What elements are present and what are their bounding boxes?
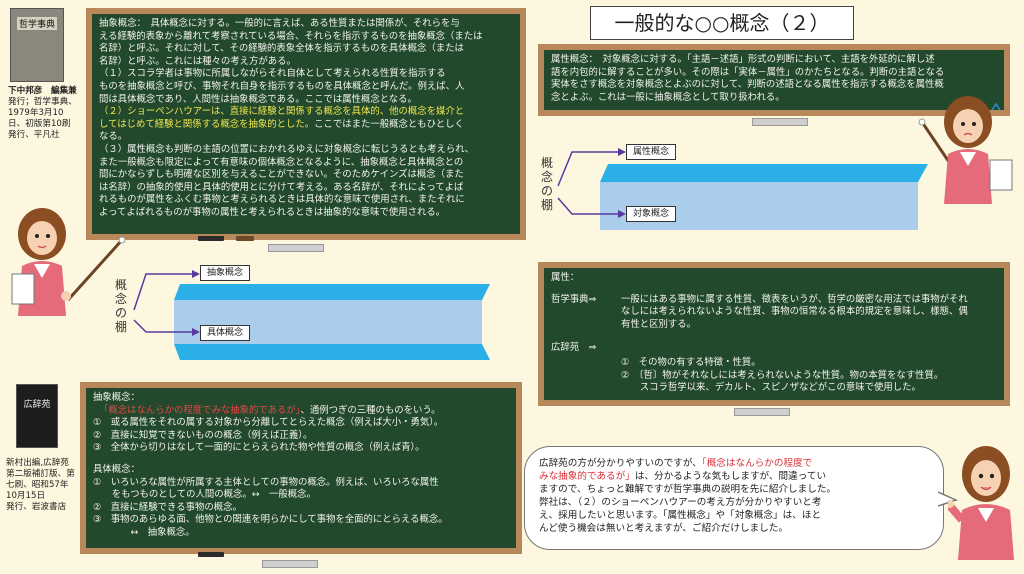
- book-cover-kojien: 広辞苑: [16, 384, 58, 448]
- shelf-graphic: [557, 148, 928, 230]
- red-highlight: 「概念はなんらかの程度でみな抽象的であるが」: [99, 404, 301, 416]
- blackboard-kojien-abstract-concrete: 抽象概念： 「概念はなんらかの程度でみな抽象的であるが」、通例つぎの三種のものを…: [80, 382, 522, 554]
- shelf-graphic: [133, 270, 490, 360]
- shelf-label-abstract: 抽象概念: [200, 265, 251, 281]
- shelf-label-attribute: 属性概念: [626, 144, 677, 160]
- arrow-head-icon: [192, 270, 200, 278]
- speech-bubble-tail: [938, 491, 958, 507]
- schopenhauer-highlight: （２）ショーペンハウアーは、直接に経験と関係する概念を具体的、他の概念を媒介と: [99, 106, 465, 118]
- blackboard-abstract-concept-tetsugaku: 抽象概念： 具体概念に対する。一般的に言えば、ある性質または関係が、それらを与 …: [86, 8, 526, 240]
- arrow-head-icon: [192, 328, 200, 336]
- arrow-to-top-label: [133, 273, 192, 311]
- chalk-eraser: [198, 552, 224, 557]
- book-caption-1: 下中邦彦 編集兼 発行；哲学事典、 1979年3月10 日、初版第10刷 発行、…: [8, 86, 77, 140]
- book-cover-tetsugaku-jiten: 哲学事典: [10, 8, 64, 82]
- arrow-to-bottom-label: [557, 197, 618, 215]
- concept-shelf-diagram-1: 概 念 の 棚 抽象概念 具体概念: [112, 260, 492, 370]
- book-caption-2: 新村出編,広辞苑 第二版補訂版、第 七刷、昭和57年 10月15日 発行、岩波書…: [6, 458, 75, 512]
- blackboard-attribute-concept: 属性概念： 対象概念に対する。「主語－述語」形式の判断において、主語を外延的に解…: [538, 44, 1010, 116]
- shelf-back-wall: [174, 300, 482, 344]
- speech-bubble: 広辞苑の方が分かりやすいのですが、「概念はなんらかの程度で みな抽象的であるが」…: [524, 446, 944, 550]
- chalk-tray: [268, 244, 324, 252]
- teacher-illustration-bottom-right: [948, 446, 1014, 560]
- teacher-illustration-left: [11, 208, 126, 316]
- shelf-bottom-board: [174, 344, 490, 360]
- chalk-eraser: [236, 236, 254, 241]
- book-title: 広辞苑: [23, 400, 51, 410]
- concept-shelf-diagram-2: 概 念 の 棚 属性概念 対象概念: [538, 138, 934, 248]
- chalk-tray: [734, 408, 790, 416]
- arrow-to-bottom-label: [133, 319, 192, 333]
- chalk-tray: [752, 118, 808, 126]
- shelf-top-board: [600, 164, 928, 182]
- arrow-to-top-label: [557, 151, 618, 187]
- arrow-head-icon: [618, 148, 626, 156]
- shelf-back-wall: [600, 182, 918, 230]
- arrow-head-icon: [618, 210, 626, 218]
- chalk-eraser: [198, 236, 224, 241]
- shelf-label-object: 対象概念: [626, 206, 677, 222]
- shelf-top-board: [174, 284, 490, 300]
- book-title: 哲学事典: [17, 17, 57, 30]
- shelf-label-concrete: 具体概念: [200, 325, 251, 341]
- page-title: 一般的な○○概念（２）: [590, 6, 854, 40]
- blackboard-attribute-definitions: 属性： 哲学事典⇒ 一般にはある事物に属する性質、徴表をいうが、哲学の厳密な用法…: [538, 262, 1010, 406]
- shelf-vertical-label: 概 念 の 棚: [540, 156, 553, 212]
- shelf-vertical-label: 概 念 の 棚: [114, 278, 127, 334]
- chalk-tray: [262, 560, 318, 568]
- teacher-illustration-right: [918, 96, 1013, 204]
